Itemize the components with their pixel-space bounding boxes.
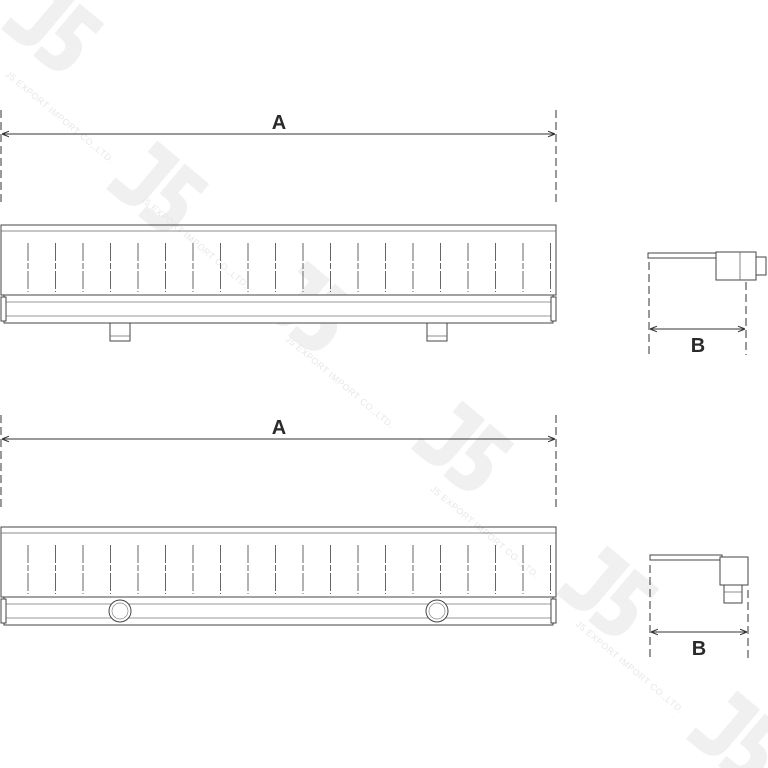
side-view-2: B (649, 554, 749, 660)
grille-slots (27, 545, 551, 594)
watermark-logo (411, 400, 515, 491)
dimension-a-1: A (0, 110, 557, 205)
dimension-label-a: A (272, 112, 286, 134)
grille-slots (27, 243, 551, 292)
front-view-1: A (0, 110, 557, 342)
side-connector (723, 584, 743, 604)
front-view-2: A (0, 415, 557, 626)
side-fin (647, 252, 724, 259)
watermark-company-text: J5 EXPORT IMPORT CO.,LTD. (574, 619, 686, 715)
rear-outlet-right (425, 599, 449, 623)
watermark-company-text: J5 EXPORT IMPORT CO.,LTD. (139, 194, 251, 290)
rear-outlet-left (108, 599, 132, 623)
bottom-pipe (3, 294, 554, 324)
bottom-outlet-left (109, 322, 131, 342)
bottom-outlet-right (426, 322, 448, 342)
watermark-company-text: J5 EXPORT IMPORT CO.,LTD. (284, 334, 396, 430)
bottom-pipe (3, 596, 554, 626)
side-view-1: B (647, 251, 767, 357)
watermark-logo (686, 690, 768, 768)
dimension-label-a: A (272, 417, 286, 439)
side-fin (649, 554, 723, 561)
dimension-label-b: B (692, 638, 706, 660)
watermark-logo (1, 0, 105, 71)
dimension-a-2: A (0, 415, 557, 510)
side-connector (755, 256, 767, 276)
heater-body-outline (0, 224, 557, 296)
side-body (715, 251, 757, 281)
watermark-company-text: J5 EXPORT IMPORT CO.,LTD. (4, 69, 116, 165)
dimension-label-b: B (691, 335, 705, 357)
side-body (719, 556, 749, 586)
watermark-logo (106, 140, 210, 231)
watermark-company-text: J5 EXPORT IMPORT CO.,LTD. (429, 484, 541, 580)
watermark-logo (556, 545, 660, 636)
heater-body-outline (0, 526, 557, 598)
dimension-b-1: B (648, 262, 747, 357)
dimension-b-2: B (649, 565, 749, 660)
